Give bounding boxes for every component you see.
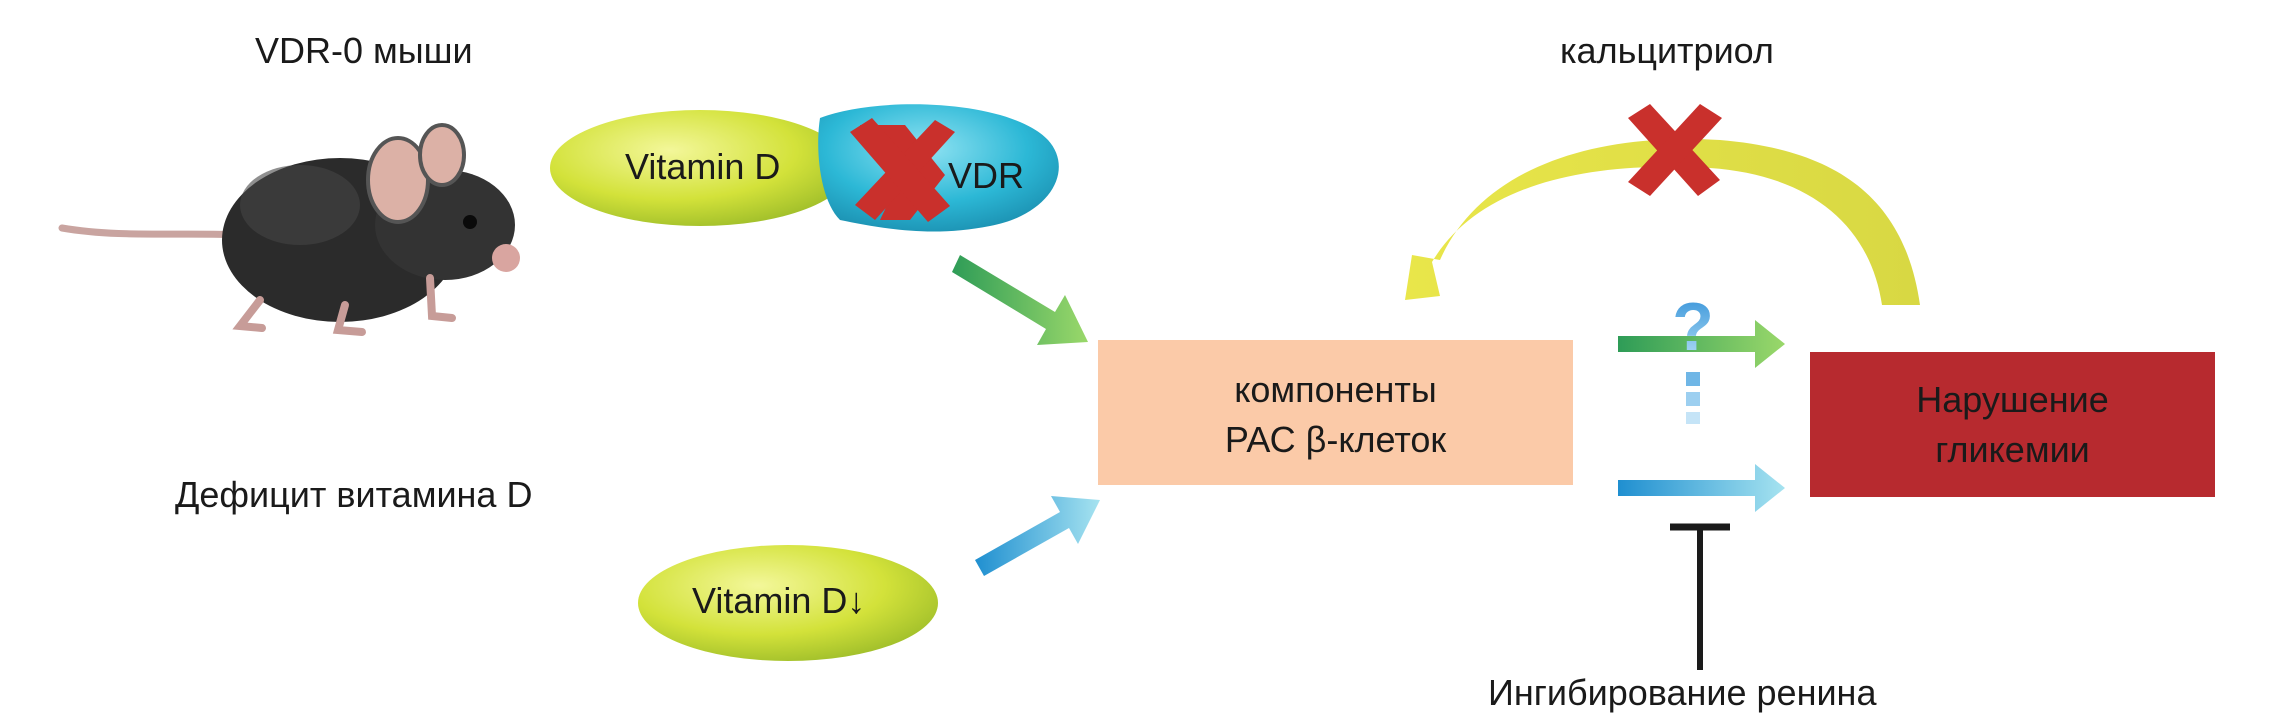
components-box-text: компоненты РАС β-клеток <box>1098 365 1573 465</box>
question-mark-icon: ? <box>1672 289 1714 365</box>
vitamin-d-oval-label: Vitamin D <box>625 146 781 187</box>
question-dot-1 <box>1686 372 1700 386</box>
arrow-low-vitd-to-components <box>975 496 1100 576</box>
calcitriol-label: кальцитриол <box>1560 30 1774 71</box>
mouse-illustration <box>58 123 520 336</box>
calcitriol-blocked-cross-icon <box>1628 104 1722 196</box>
glycemia-box <box>1810 352 2215 497</box>
glycemia-line2: гликемии <box>1935 429 2090 470</box>
components-box <box>1098 340 1573 485</box>
renin-inhibition-tbar <box>1670 523 1730 670</box>
glycemia-line1: Нарушение <box>1916 379 2109 420</box>
question-dot-3 <box>1686 412 1700 424</box>
blocked-cross-icon <box>850 118 955 222</box>
arrow-components-to-glycemia-upper <box>1618 320 1785 368</box>
glycemia-box-text: Нарушение гликемии <box>1810 375 2215 475</box>
question-dot-2 <box>1686 392 1700 406</box>
deficiency-label: Дефицит витамина D <box>175 474 533 515</box>
arrow-vdr-to-components <box>952 255 1088 345</box>
vdr-oval-label: VDR <box>948 155 1025 196</box>
components-line2: РАС β-клеток <box>1224 419 1447 460</box>
vitamin-d-low-oval <box>638 545 938 661</box>
mouse-title: VDR-0 мыши <box>255 30 473 71</box>
renin-inhibition-label: Ингибирование ренина <box>1488 672 1877 713</box>
components-line1: компоненты <box>1234 369 1437 410</box>
vitamin-d-low-oval-label: Vitamin D↓ <box>692 580 866 621</box>
vitamin-d-oval <box>550 110 850 226</box>
arrow-components-to-glycemia-lower <box>1618 464 1785 512</box>
calcitriol-feedback-arrow <box>1405 138 1920 305</box>
